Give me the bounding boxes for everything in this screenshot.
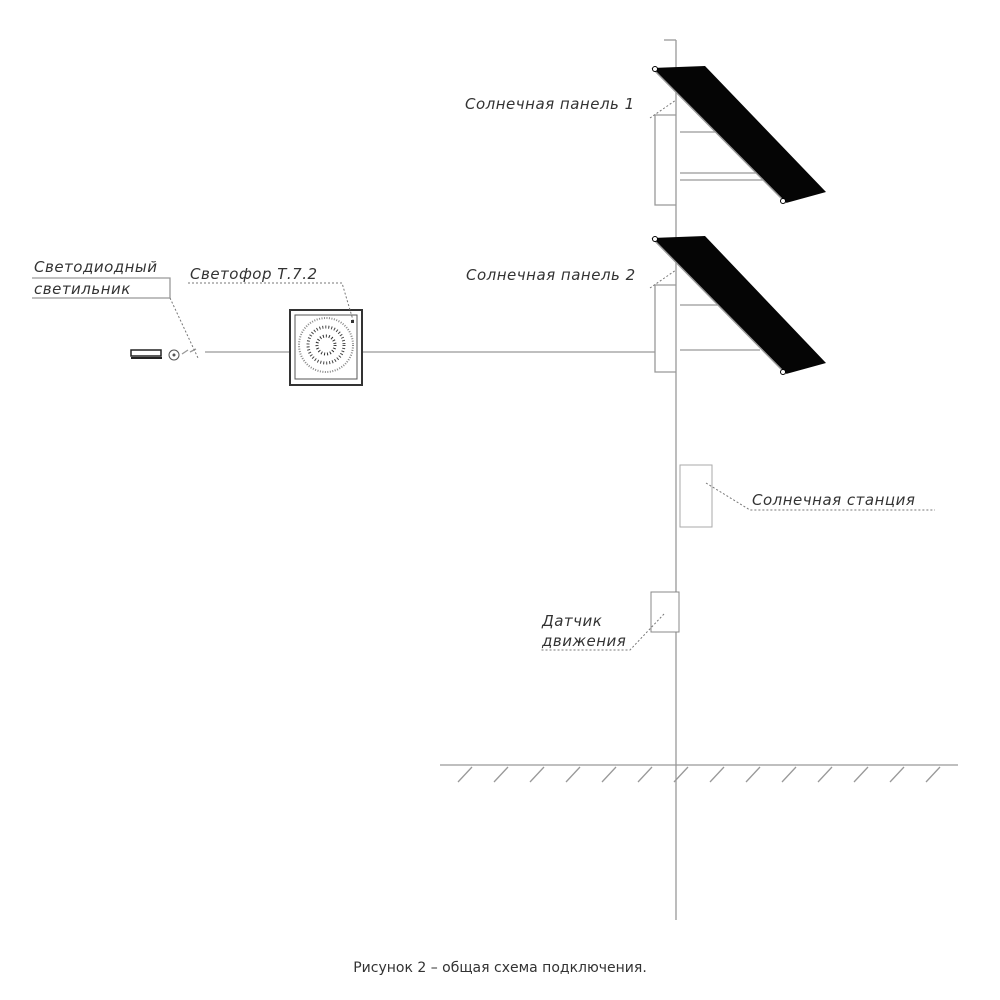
ground-line <box>440 764 958 783</box>
ground-hatch <box>565 766 581 783</box>
led-lamp <box>130 348 197 361</box>
led-lamp-leader <box>169 297 199 359</box>
solar-panel-2-label: Солнечная панель 2 <box>466 266 636 284</box>
solar-station-leader <box>705 482 935 511</box>
ground-hatch <box>493 766 509 783</box>
ground-hatch <box>925 766 941 783</box>
ground-hatch <box>601 766 617 783</box>
solar-panel-1-label: Солнечная панель 1 <box>465 95 635 113</box>
solar-station-label: Солнечная станция <box>752 491 915 509</box>
solar-panel-1 <box>651 66 826 204</box>
led-lamp-label-1: Светодиодный <box>34 258 158 276</box>
ground-hatch <box>529 766 545 783</box>
solar-station-box <box>679 464 713 528</box>
panel-2-leader <box>649 269 677 289</box>
figure-caption: Рисунок 2 – общая схема подключения. <box>353 960 647 976</box>
traffic-light-leader <box>188 282 354 321</box>
ground-hatch <box>457 766 473 783</box>
traffic-light-label: Светофор Т.7.2 <box>190 265 318 283</box>
motion-sensor-box <box>650 591 680 633</box>
led-lamp-label-frame <box>32 277 171 299</box>
ground-hatch <box>709 766 725 783</box>
led-lamp-label-2: светильник <box>34 280 131 298</box>
solar-panel-2 <box>651 236 826 375</box>
motion-sensor-label-2: движения <box>541 632 626 650</box>
ground-hatch <box>889 766 905 783</box>
ground-hatch <box>637 766 653 783</box>
ground-hatch <box>817 766 833 783</box>
ground-hatch <box>745 766 761 783</box>
ground-hatch <box>853 766 869 783</box>
motion-sensor-label-1: Датчик <box>541 612 602 630</box>
ground-hatch <box>781 766 797 783</box>
panel-1-leader <box>649 99 677 119</box>
ground-hatch <box>673 766 689 783</box>
traffic-light <box>289 309 363 386</box>
motion-sensor-leader <box>540 613 665 651</box>
panel-1-bracket <box>654 114 770 206</box>
